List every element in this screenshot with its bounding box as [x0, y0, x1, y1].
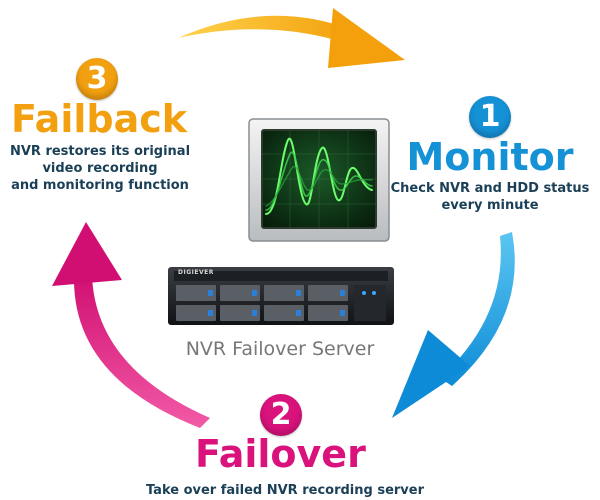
failback-description-line: video recording — [42, 161, 158, 176]
rack-server-icon — [168, 267, 394, 325]
monitor-title: Monitor — [406, 135, 574, 179]
right-curved-arrow-icon — [392, 232, 515, 418]
monitor-description-line: every minute — [441, 198, 539, 213]
failover-description-line: Take over failed NVR recording server — [145, 483, 425, 498]
monitor-waveform-icon — [248, 118, 390, 242]
nvr-rack-server: DIGIEVER — [168, 263, 394, 327]
left-curved-arrow-icon — [52, 222, 210, 428]
failback-title: Failback — [10, 97, 188, 141]
failover-description: Take over failed NVR recording server — [120, 482, 450, 499]
monitor-description-line: Check NVR and HDD status — [390, 181, 590, 196]
failback-description-line: NVR restores its original — [9, 144, 191, 159]
monitor-description: Check NVR and HDD status every minute — [390, 180, 590, 214]
step-3-badge: 3 — [76, 58, 118, 100]
failback-description: NVR restores its original video recordin… — [0, 143, 200, 194]
step-2-badge: 2 — [260, 394, 302, 436]
top-curved-arrow-icon — [178, 8, 405, 68]
failover-title: Failover — [195, 432, 366, 476]
server-label: NVR Failover Server — [185, 338, 375, 360]
failback-description-line: and monitoring function — [11, 178, 189, 193]
server-brand-label: DIGIEVER — [178, 269, 214, 276]
step-1-badge: 1 — [469, 96, 511, 138]
